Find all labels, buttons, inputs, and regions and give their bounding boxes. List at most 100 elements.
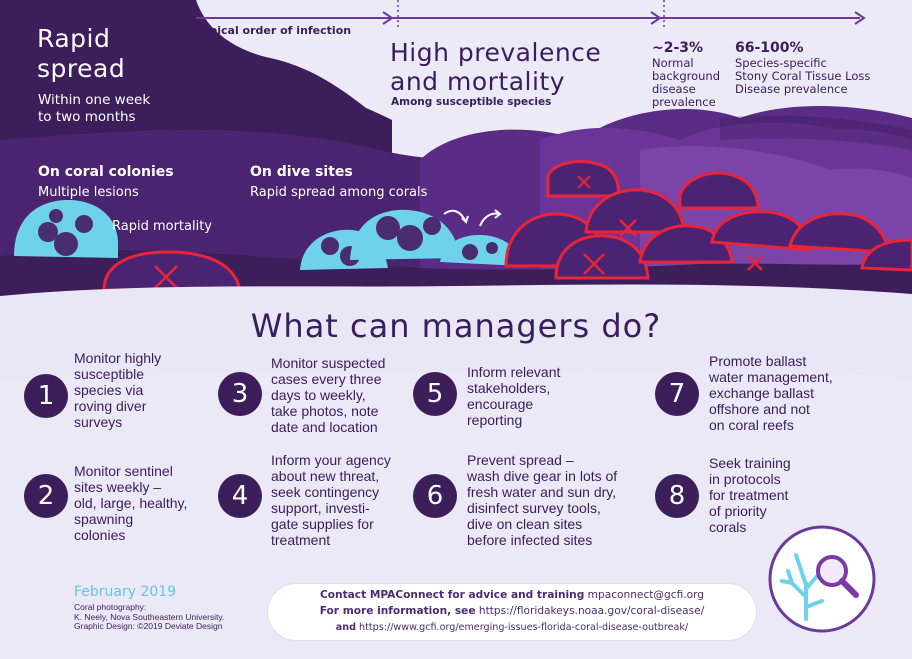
step-line: exchange ballast: [709, 385, 815, 401]
step-6: Prevent spread – wash dive gear in lots …: [467, 452, 617, 548]
stat2-value: 66-100%: [735, 40, 804, 56]
step-number-5: 5: [413, 372, 457, 416]
step-line: cases every three: [271, 371, 382, 387]
step-line: sites weekly –: [74, 479, 162, 495]
stat-background-prevalence: ~2-3% Normal background disease prevalen…: [652, 40, 720, 109]
noaa-link[interactable]: https://floridakeys.noaa.gov/coral-disea…: [478, 605, 705, 617]
step-5: Inform relevant stakeholders, encourage …: [467, 364, 560, 428]
info-line: For more information, see https://florid…: [268, 605, 756, 618]
step-7: Promote ballast water management, exchan…: [709, 353, 833, 433]
step-line: gate supplies for: [271, 516, 374, 532]
gcfi-link[interactable]: https://www.gcfi.org/emerging-issues-flo…: [359, 622, 689, 633]
step-line: encourage: [467, 396, 534, 412]
colonies-subtitle: Multiple lesions: [38, 185, 139, 200]
rapid-title: Rapid spread: [37, 24, 125, 84]
stat1-line2: background: [652, 69, 721, 83]
coral-magnifier-icon: [766, 523, 878, 635]
credit-line: Graphic Design: ©2019 Deviate Design: [74, 621, 223, 631]
stat2-line2: Stony Coral Tissue Loss: [735, 69, 871, 83]
step-line: roving diver: [74, 398, 147, 414]
healthy-coral-left: [14, 200, 118, 258]
info-label: For more information, see: [319, 605, 476, 617]
stat-sctld-prevalence: 66-100% Species-specific Stony Coral Tis…: [735, 40, 870, 96]
step-line: susceptible: [74, 366, 145, 382]
step-line: old, large, healthy,: [74, 495, 188, 511]
mortality-label: Rapid mortality: [112, 219, 213, 234]
step-line: seek contingency: [271, 484, 380, 500]
step-line: Seek training: [709, 455, 791, 471]
step-line: stakeholders,: [467, 380, 551, 396]
infected-coral-field: [504, 160, 912, 280]
step-number-1: 1: [24, 374, 68, 418]
dive-title: On dive sites: [250, 164, 353, 180]
step-line: offshore and not: [709, 401, 810, 417]
step-line: corals: [709, 519, 747, 535]
contact-email-link[interactable]: mpaconnect@gcfi.org: [587, 589, 704, 601]
infected-coral-left: [102, 250, 242, 292]
stat1-line3: disease: [652, 82, 696, 96]
step-3: Monitor suspected cases every three days…: [271, 355, 385, 435]
dive-site-corals: [300, 209, 522, 270]
rapid-subtitle: Within one week to two months: [38, 92, 150, 126]
step-line: surveys: [74, 414, 123, 430]
rapid-sub-line1: Within one week: [38, 92, 151, 108]
step-line: on coral reefs: [709, 417, 794, 433]
high-prevalence-subtitle: Among susceptible species: [391, 96, 552, 108]
step-line: Inform relevant: [467, 364, 561, 380]
rapid-sub-line2: to two months: [38, 109, 136, 125]
step-line: support, investi-: [271, 500, 370, 516]
step-line: colonies: [74, 527, 126, 543]
step-line: date and location: [271, 419, 378, 435]
step-line: species via: [74, 382, 144, 398]
contact-line: Contact MPAConnect for advice and traini…: [268, 589, 756, 602]
credit-line: Coral photography:: [74, 602, 147, 612]
high-prevalence-title: High prevalence and mortality: [390, 38, 601, 96]
rapid-title-line2: spread: [37, 54, 126, 83]
step-line: disinfect survey tools,: [467, 500, 601, 516]
step-line: dive on clean sites: [467, 516, 583, 532]
managers-title: What can managers do?: [250, 307, 662, 345]
step-line: Prevent spread –: [467, 452, 574, 468]
step-line: Inform your agency: [271, 452, 391, 468]
and-label: and: [335, 622, 356, 633]
step-line: of priority: [709, 503, 767, 519]
step-line: about new threat,: [271, 468, 380, 484]
dive-subtitle: Rapid spread among corals: [250, 185, 428, 200]
step-4: Inform your agency about new threat, see…: [271, 452, 391, 548]
step-line: take photos, note: [271, 403, 379, 419]
footer-credits: Coral photography: K. Neely, Nova Southe…: [74, 602, 224, 632]
step-line: water management,: [709, 369, 833, 385]
step-number-8: 8: [655, 474, 699, 518]
step-number-4: 4: [218, 474, 262, 518]
step-line: wash dive gear in lots of: [467, 468, 618, 484]
step-line: Monitor sentinel: [74, 463, 173, 479]
step-1: Monitor highly susceptible species via r…: [74, 350, 161, 430]
infection-order-label: Typical order of infection: [196, 24, 352, 37]
step-2: Monitor sentinel sites weekly – old, lar…: [74, 463, 187, 543]
step-number-2: 2: [24, 474, 68, 518]
step-line: before infected sites: [467, 532, 593, 548]
info-line-2: and https://www.gcfi.org/emerging-issues…: [268, 621, 756, 634]
stat2-line3: Disease prevalence: [735, 82, 848, 96]
stat1-value: ~2-3%: [652, 40, 704, 56]
high-title-line1: High prevalence: [390, 38, 602, 67]
step-number-6: 6: [413, 474, 457, 518]
step-line: in protocols: [709, 471, 781, 487]
step-line: Monitor suspected: [271, 355, 386, 371]
stat1-line1: Normal: [652, 56, 694, 70]
step-number-7: 7: [655, 372, 699, 416]
contact-label: Contact MPAConnect for advice and traini…: [320, 589, 585, 601]
step-line: fresh water and sun dry,: [467, 484, 617, 500]
step-line: reporting: [467, 412, 523, 428]
step-line: spawning: [74, 511, 134, 527]
stat2-line1: Species-specific: [735, 56, 827, 70]
step-number-3: 3: [218, 372, 262, 416]
step-line: for treatment: [709, 487, 789, 503]
step-line: Monitor highly: [74, 350, 162, 366]
colonies-title: On coral colonies: [38, 164, 174, 180]
infection-order-arrow: [196, 0, 866, 30]
stat1-line4: prevalence: [652, 95, 716, 109]
footer-date: February 2019: [74, 584, 177, 600]
step-line: treatment: [271, 532, 331, 548]
